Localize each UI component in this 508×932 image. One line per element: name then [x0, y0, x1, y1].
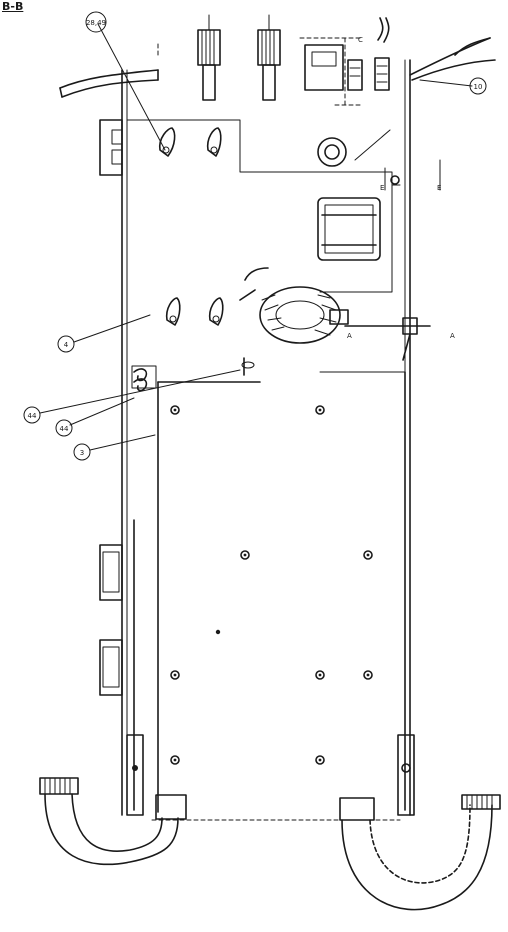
ring-washer — [317, 137, 347, 167]
left-bracket-low — [99, 639, 123, 696]
top-right-wires — [377, 17, 496, 81]
left-bracket-mid — [99, 544, 123, 601]
top-switch — [304, 44, 390, 91]
callout-label: 3 — [80, 449, 84, 457]
bolt-right — [344, 317, 431, 361]
callout-4: 4 — [57, 335, 75, 353]
callout-label: 28,49 — [86, 19, 106, 27]
callout-label: 44 — [60, 425, 69, 433]
lugs-lower — [165, 297, 224, 326]
small-component — [241, 357, 255, 376]
marker-e-left: E — [380, 184, 384, 192]
ribbon-cable-left — [39, 777, 187, 866]
callout-10: 10 — [469, 77, 487, 95]
marker-c: C — [358, 36, 363, 44]
callout-3: 3 — [73, 443, 91, 461]
callout-28-49: 28,49 — [85, 11, 107, 33]
section-markers: E E C A A — [347, 36, 455, 340]
transformer — [317, 197, 381, 261]
top-knob-left — [197, 14, 221, 101]
marker-a-right: A — [450, 332, 455, 340]
top-cable — [59, 69, 159, 98]
small-coil — [131, 365, 157, 392]
lugs-upper — [158, 127, 222, 157]
bottom-feet — [126, 734, 415, 816]
ribbon-cable-right — [339, 794, 501, 911]
toroid-coil — [239, 267, 349, 344]
section-label: B-B — [2, 0, 24, 13]
leader-lines — [39, 23, 473, 451]
callout-label: 4 — [64, 341, 69, 349]
callout-label: 44 — [28, 412, 37, 420]
panel-screws — [170, 405, 373, 765]
callout-44-a: 44 — [23, 406, 41, 424]
reference-lines — [157, 37, 361, 106]
chassis-frame — [121, 59, 411, 821]
screw-top-right — [390, 175, 400, 185]
callout-44-b: 44 — [55, 419, 73, 437]
marker-a-left: A — [347, 332, 352, 340]
top-knob-right — [257, 14, 281, 101]
callout-label: 10 — [474, 83, 483, 91]
internal-bracket — [126, 119, 401, 293]
left-bracket-top — [99, 119, 123, 176]
marker-e-right: E — [437, 184, 441, 192]
